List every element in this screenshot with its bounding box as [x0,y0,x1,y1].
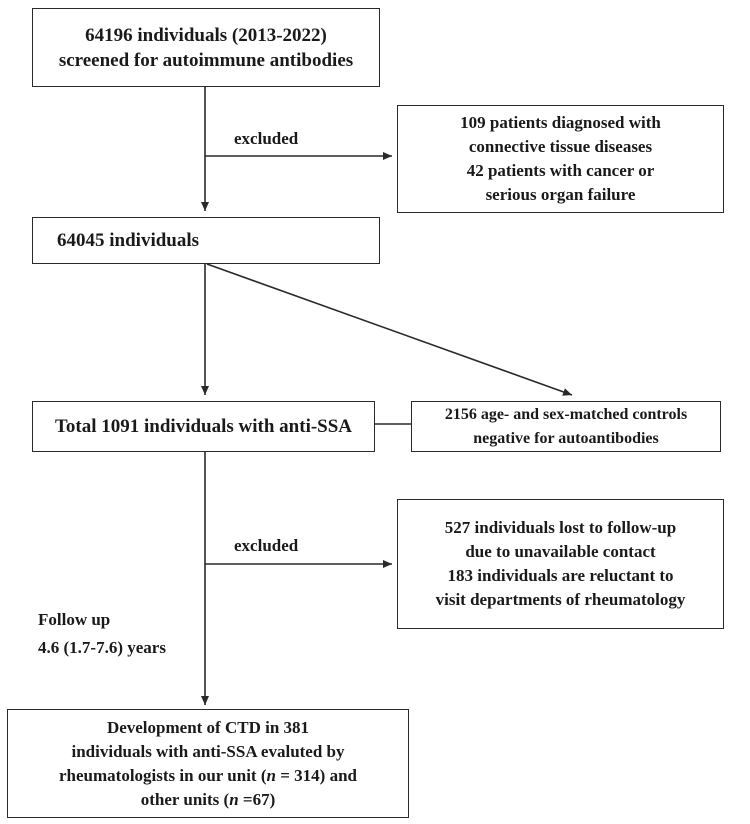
exclusion-1-box: 109 patients diagnosed with connective t… [397,105,724,213]
outcome-box: Development of CTD in 381 individuals wi… [7,709,409,818]
n-symbol: n [266,765,276,785]
exclusion-2-line-1: 527 individuals lost to follow-up [444,518,677,537]
outcome-line-4-text: other units ( [140,789,230,809]
anti-ssa-box: Total 1091 individuals with anti-SSA [32,401,375,452]
individuals-box: 64045 individuals [32,217,380,264]
followup-label-line-1: Follow up [38,610,111,629]
individuals-line: 64045 individuals [57,230,200,251]
exclusion-2-box: 527 individuals lost to follow-up due to… [397,499,724,629]
outcome-line-3-count: = 314) and [275,765,357,785]
screened-line-2: screened for autoimmune antibodies [58,49,354,71]
arrow-individuals-to-controls [206,263,573,396]
outcome-line-3: rheumatologists in our unit (n = 314) an… [59,764,357,788]
excluded-label-top: excluded [234,129,299,148]
excluded-label-bottom: excluded [234,536,299,555]
outcome-line-1: Development of CTD in 381 [106,717,310,737]
controls-line-1: 2156 age- and sex-matched controls [444,405,688,423]
controls-box: 2156 age- and sex-matched controls negat… [411,401,721,452]
anti-ssa-line: Total 1091 individuals with anti-SSA [54,416,353,437]
exclusion-2-line-4: visit departments of rheumatology [435,590,686,609]
followup-label-line-2: 4.6 (1.7-7.6) years [38,638,166,657]
controls-line-2: negative for autoantibodies [473,429,659,447]
exclusion-1-line-3: 42 patients with cancer or [466,161,655,180]
exclusion-1-line-2: connective tissue diseases [468,137,653,156]
exclusion-1-line-1: 109 patients diagnosed with [460,113,661,132]
outcome-line-2: individuals with anti-SSA evaluted by [71,741,345,761]
screened-line-1: 64196 individuals (2013-2022) [85,24,327,46]
exclusion-1-line-4: serious organ failure [485,185,636,204]
screened-box: 64196 individuals (2013-2022) screened f… [32,8,380,87]
exclusion-2-line-2: due to unavailable contact [465,542,656,561]
exclusion-2-line-3: 183 individuals are reluctant to [447,566,674,585]
outcome-line-4-count: =67) [238,789,276,809]
outcome-line-3-text: rheumatologists in our unit ( [59,765,267,785]
n-symbol: n [229,789,239,809]
outcome-line-4: other units (n =67) [141,788,276,812]
